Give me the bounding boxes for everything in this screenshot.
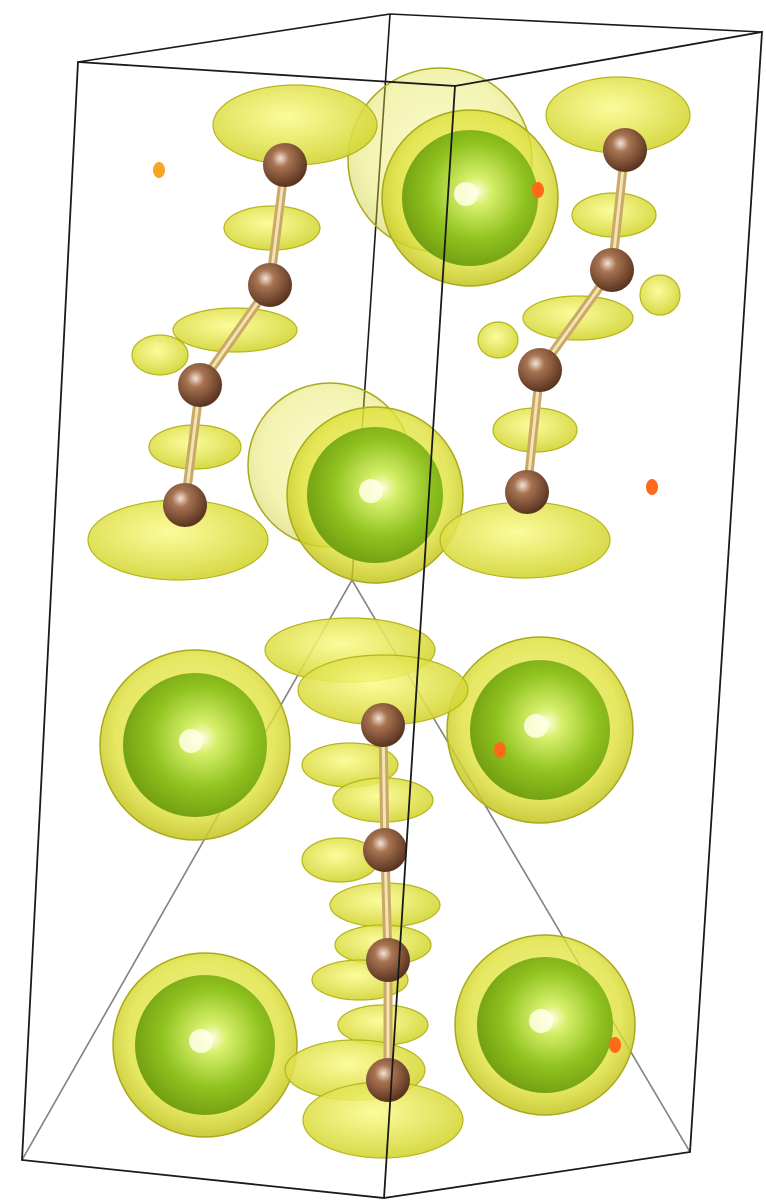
carbon-atom xyxy=(590,248,634,292)
carbon-atom xyxy=(363,828,407,872)
carbon-chains xyxy=(87,76,691,1159)
metal-atom-highlight xyxy=(179,729,203,753)
negative-lobe xyxy=(532,182,544,198)
negative-lobes xyxy=(153,162,658,1053)
carbon-atom xyxy=(603,128,647,172)
carbon-atom xyxy=(505,470,549,514)
negative-lobe xyxy=(609,1037,621,1053)
chain-isosurface-lobe xyxy=(639,274,681,316)
metal-atom-highlight xyxy=(454,182,478,206)
carbon-atom xyxy=(366,938,410,982)
unit-cell-front xyxy=(21,30,763,1199)
negative-lobe xyxy=(494,742,506,758)
negative-lobe xyxy=(646,479,658,495)
chain-isosurface-lobe xyxy=(131,334,189,376)
carbon-atom xyxy=(361,703,405,747)
metal-atom-highlight xyxy=(359,479,383,503)
metal-atom-highlight xyxy=(524,714,548,738)
metal-atom-highlight xyxy=(189,1029,213,1053)
carbon-atom xyxy=(178,363,222,407)
carbon-atom xyxy=(263,143,307,187)
carbon-atom xyxy=(163,483,207,527)
chain-isosurface-lobe xyxy=(477,321,519,359)
carbon-atom xyxy=(248,263,292,307)
chain-isosurface-lobe xyxy=(337,1004,429,1046)
carbon-atom xyxy=(518,348,562,392)
negative-lobe xyxy=(153,162,165,178)
metal-atoms xyxy=(99,67,636,1138)
carbon-atom xyxy=(366,1058,410,1102)
metal-atom-highlight xyxy=(529,1009,553,1033)
